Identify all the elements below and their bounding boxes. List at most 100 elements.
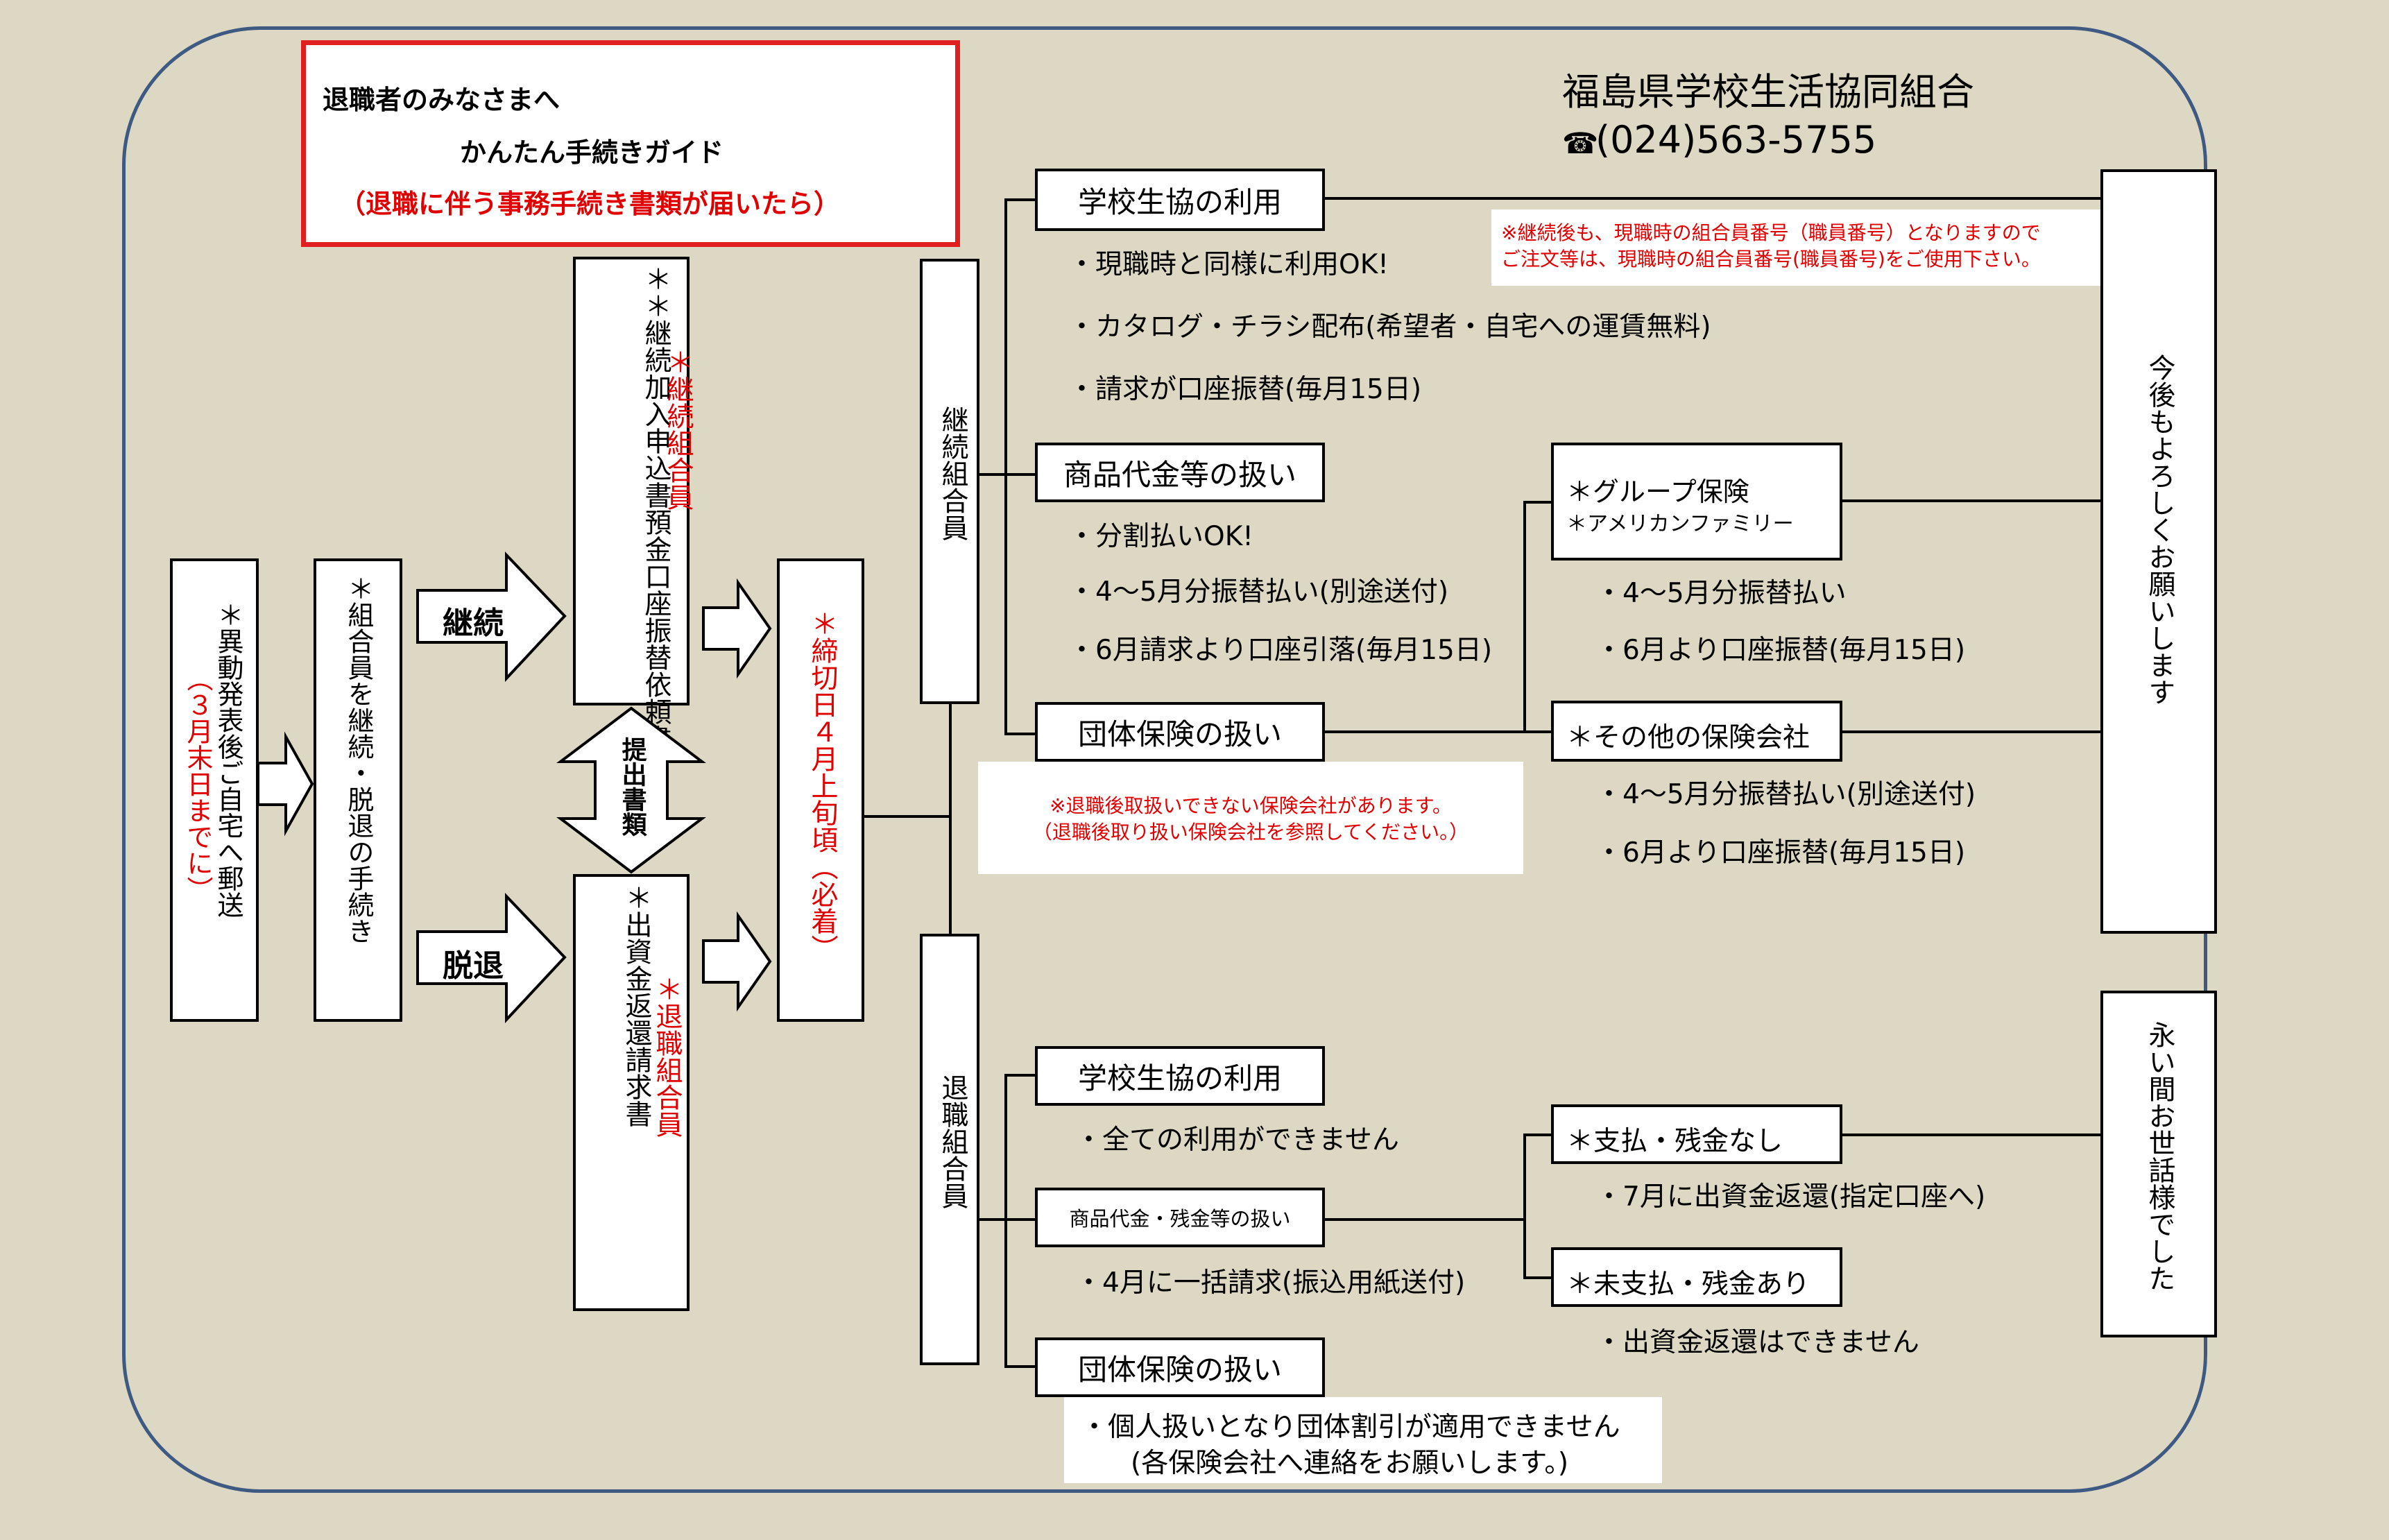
group-insurance-title: ＊グループ保険	[1566, 477, 1749, 507]
retired-closing-text: 永い間お世話様でした	[2144, 1021, 2176, 1292]
guide-line1: 退職者のみなさまへ	[323, 85, 560, 115]
leave-member-red: ＊退職組合員	[651, 975, 683, 1138]
continuing-product-item-2: ・4～5月分振替払い(別途送付)	[1068, 576, 1449, 608]
other-insurance-title: ＊その他の保険会社	[1566, 722, 1810, 753]
continuing-product-title: 商品代金等の扱い	[1063, 457, 1296, 492]
retired-coop-use-title: 学校生協の利用	[1077, 1061, 1282, 1095]
branch-coop	[1004, 198, 1036, 201]
group-insurance-item-2: ・6月より口座振替(毎月15日)	[1595, 635, 1966, 666]
paid-item: ・7月に出資金返還(指定口座へ)	[1595, 1181, 1986, 1213]
continuing-closing-box: 今後もよろしくお願いします	[2100, 169, 2217, 934]
retired-group-ins-title: 団体保険の扱い	[1077, 1352, 1282, 1387]
paid-title: ＊支払・残金なし	[1566, 1126, 1783, 1157]
continuing-member-title: 継続組合員	[937, 406, 969, 541]
group-insurance-sub: ＊アメリカンファミリー	[1566, 512, 1794, 536]
line-ins-group	[1523, 501, 1552, 504]
retired-member-box: 退職組合員	[920, 934, 979, 1365]
line-ins-other	[1523, 730, 1552, 733]
branch-retired-product	[1004, 1218, 1036, 1221]
arrow-continue-deadline	[702, 578, 772, 679]
submit-docs-arrow	[556, 706, 706, 874]
retired-closing-box: 永い間お世話様でした	[2100, 991, 2217, 1337]
deadline-box: ＊締切日４月上旬頃（必着）	[777, 558, 864, 1022]
guide-title-box: 退職者のみなさまへ かんたん手続きガイド （退職に伴う事務手続き書類が届いたら）	[301, 40, 960, 247]
label-continue: 継続	[443, 606, 504, 641]
continuing-group-ins-note-box: ※退職後取扱いできない保険会社があります。 （退職後取り扱い保険会社を参照してく…	[978, 762, 1523, 874]
continuing-product-item-1: ・分割払いOK!	[1068, 521, 1253, 552]
arrow-leave-deadline	[702, 911, 772, 1012]
continuing-closing-text: 今後もよろしくお願いします	[2144, 354, 2176, 705]
leave-docs: ＊出資金返還請求書	[621, 884, 652, 1127]
continuing-coop-item-1: ・現職時と同様に利用OK!	[1068, 249, 1389, 280]
line-paid-closing	[1841, 1133, 2102, 1136]
unpaid-item: ・出資金返還はできません	[1595, 1327, 1919, 1358]
retired-member-title: 退職組合員	[937, 1074, 969, 1209]
group-insurance-item-1: ・4～5月分振替払い	[1595, 578, 1847, 609]
retired-product-item: ・4月に一括請求(振込用紙送付)	[1075, 1267, 1466, 1299]
continue-member-red: ＊継続組合員	[662, 348, 694, 511]
branch-retired-coop	[1004, 1074, 1036, 1077]
line-coop-note	[1324, 197, 1411, 200]
deadline-text: ＊締切日４月上旬頃（必着）	[807, 610, 839, 961]
retired-product-box: 商品代金・残金等の扱い	[1035, 1188, 1325, 1247]
guide-line3: （退職に伴う事務手続き書類が届いたら）	[339, 189, 841, 219]
line-coop-closing	[1411, 197, 2102, 200]
continue-docs-box: ＊＊継続加入申込書預金口座振替依頼書 ＊継続組合員	[573, 257, 694, 752]
group-ins-note-1: ※退職後取扱いできない保険会社があります。	[1050, 794, 1452, 817]
org-phone: (024)563-5755	[1595, 118, 1877, 162]
other-insurance-item-1: ・4～5月分振替払い(別途送付)	[1595, 779, 1976, 810]
continuing-coop-use-box: 学校生協の利用	[1035, 169, 1325, 231]
group-insurance-box: ＊グループ保険 ＊アメリカンファミリー	[1551, 443, 1842, 561]
line-group-closing	[1841, 499, 2102, 502]
line-other-closing	[1841, 730, 2102, 733]
retired-coop-item: ・全ての利用ができません	[1075, 1124, 1399, 1156]
branch-product	[1004, 473, 1036, 476]
branch-continuing	[978, 473, 1006, 476]
org-name: 福島県学校生活協同組合	[1562, 70, 1974, 114]
continuing-coop-item-2: ・カタログ・チラシ配布(希望者・自宅への運賃無料)	[1068, 311, 1711, 343]
step1-text: ＊異動発表後ご自宅へ郵送	[213, 601, 243, 918]
other-insurance-box: ＊その他の保険会社	[1551, 701, 1842, 762]
line-retired-paid	[1523, 1133, 1552, 1136]
coop-note-1: ※継続後も、現職時の組合員番号（職員番号）となりますので	[1501, 221, 2041, 244]
connector-vertical-members	[949, 704, 952, 935]
guide-line2: かんたん手続きガイド	[460, 137, 724, 168]
continuing-product-box: 商品代金等の扱い	[1035, 443, 1325, 502]
connector-deadline	[864, 815, 950, 818]
retired-coop-use-box: 学校生協の利用	[1035, 1046, 1325, 1106]
line-ins-vertical	[1523, 501, 1526, 733]
label-leave: 脱退	[443, 948, 504, 984]
arrow-step1-step2	[257, 731, 314, 837]
unpaid-box: ＊未支払・残金あり	[1551, 1247, 1842, 1307]
submit-docs-label: 提出書類	[617, 737, 647, 837]
step1-red: （３月末日までに）	[182, 665, 213, 902]
continuing-coop-note-box: ※継続後も、現職時の組合員番号（職員番号）となりますので ご注文等は、現職時の組…	[1491, 209, 2102, 286]
paid-box: ＊支払・残金なし	[1551, 1104, 1842, 1164]
continuing-product-item-3: ・6月請求より口座引落(毎月15日)	[1068, 635, 1493, 666]
branch-retired	[978, 1218, 1006, 1221]
retired-group-ins-item-1: ・個人扱いとなり団体割引が適用できません	[1081, 1412, 1620, 1443]
line-retired-unpaid	[1523, 1276, 1552, 1279]
retired-group-ins-item-2: (各保険会社へ連絡をお願いします。)	[1131, 1448, 1569, 1479]
step1-box: ＊異動発表後ご自宅へ郵送 （３月末日までに）	[170, 558, 259, 1022]
continuing-member-box: 継続組合員	[920, 259, 979, 704]
branch-retired-ins	[1004, 1365, 1036, 1368]
retired-group-ins-box: 団体保険の扱い	[1035, 1337, 1325, 1397]
group-ins-note-2: （退職後取り扱い保険会社を参照してください。）	[1032, 821, 1469, 844]
step2-text: ＊組合員を継続・脱退の手続き	[343, 575, 374, 944]
retired-product-title: 商品代金・残金等の扱い	[1069, 1207, 1291, 1231]
line-retired-branch	[1324, 1218, 1525, 1221]
line-ins-branch	[1324, 730, 1525, 733]
line-retired-vertical	[1523, 1133, 1526, 1278]
branch-continuing-vertical	[1004, 198, 1007, 734]
other-insurance-item-2: ・6月より口座振替(毎月15日)	[1595, 837, 1966, 869]
branch-ins	[1004, 733, 1036, 735]
continuing-group-ins-box: 団体保険の扱い	[1035, 702, 1325, 762]
unpaid-title: ＊未支払・残金あり	[1566, 1269, 1810, 1300]
continuing-coop-item-3: ・請求が口座振替(毎月15日)	[1068, 374, 1422, 405]
arrow-leave	[416, 893, 567, 1024]
arrow-continue	[416, 551, 567, 683]
continuing-group-ins-title: 団体保険の扱い	[1077, 717, 1282, 751]
leave-docs-box: ＊出資金返還請求書 ＊退職組合員	[573, 874, 690, 1311]
telephone-icon: ☎	[1562, 126, 1599, 160]
